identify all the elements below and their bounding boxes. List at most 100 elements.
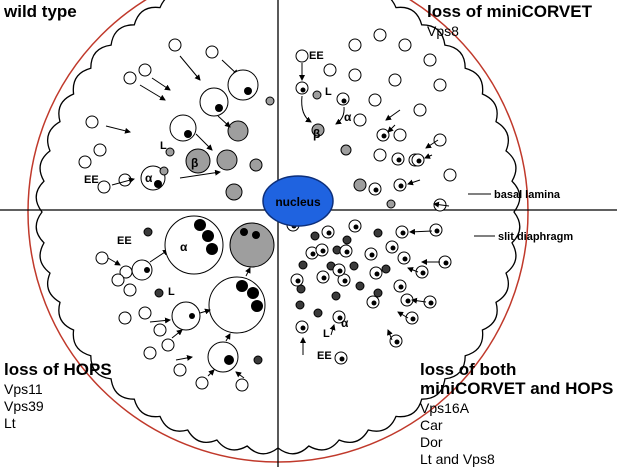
intraluminal-vesicle: [410, 316, 416, 322]
intraluminal-vesicle: [381, 133, 387, 139]
arrow: [385, 109, 401, 121]
arrow: [139, 84, 166, 101]
early-endosome: [173, 363, 187, 377]
intraluminal-vesicle: [244, 87, 252, 95]
slit-diaphragm-label: slit diaphragm: [498, 231, 573, 243]
intraluminal-vesicle: [144, 267, 150, 273]
intraluminal-vesicle: [252, 231, 260, 239]
early-endosome: [138, 63, 152, 77]
intraluminal-vesicle: [236, 280, 248, 292]
arrow: [149, 249, 169, 263]
intraluminal-vesicle: [206, 243, 218, 255]
intraluminal-vesicle: [396, 157, 402, 163]
intraluminal-vesicle: [420, 270, 426, 276]
loss-of-both-gene: Vps16A: [420, 400, 470, 416]
early-endosome: [443, 168, 457, 182]
early-endosome: [423, 53, 437, 67]
intraluminal-vesicle: [310, 251, 316, 257]
early-endosome: [398, 38, 412, 52]
intraluminal-vesicle: [373, 187, 379, 193]
loss-of-both-gene: Lt and Vps8: [420, 451, 495, 467]
lysosome: [253, 355, 263, 365]
intraluminal-vesicle: [344, 249, 350, 255]
arrow: [433, 201, 450, 208]
intraluminal-vesicle: [428, 300, 434, 306]
br-ee-label: EE: [317, 350, 332, 362]
lysosome: [340, 144, 352, 156]
early-endosome: [295, 49, 309, 63]
intraluminal-vesicle: [295, 278, 301, 284]
intraluminal-vesicle: [251, 300, 263, 312]
multivesicular-endosome: [227, 69, 259, 101]
early-endosome: [161, 338, 175, 352]
intraluminal-vesicle: [405, 298, 411, 304]
intraluminal-vesicle: [402, 256, 408, 262]
early-endosome: [235, 378, 249, 392]
lysosome: [342, 235, 352, 245]
early-endosome: [323, 63, 337, 77]
early-endosome: [97, 180, 111, 194]
lysosome: [216, 149, 238, 171]
multivesicular-endosome: [171, 301, 201, 331]
lysosome: [295, 300, 305, 310]
early-endosome: [118, 311, 132, 325]
enlarged-lysosome: [229, 222, 275, 268]
lysosome: [298, 260, 308, 270]
arrow: [207, 369, 215, 377]
lysosome: [331, 291, 341, 301]
arrow: [409, 228, 433, 235]
arrow: [235, 371, 245, 379]
arrow: [411, 297, 427, 304]
arrow: [151, 77, 171, 91]
loss-of-both-title-line2: miniCORVET and HOPS: [420, 379, 614, 398]
early-endosome: [413, 103, 427, 117]
loss-of-hops-gene: Vps11: [4, 381, 43, 397]
early-endosome: [373, 28, 387, 42]
early-endosome: [78, 155, 92, 169]
intraluminal-vesicle: [342, 278, 348, 284]
intraluminal-vesicle: [398, 183, 404, 189]
intraluminal-vesicle: [339, 356, 345, 362]
multivesicular-endosome: [199, 87, 229, 117]
arrow: [179, 55, 201, 81]
early-endosome: [348, 38, 362, 52]
early-endosome: [433, 133, 447, 147]
arrow: [245, 267, 251, 277]
br-l-label: L: [323, 328, 330, 340]
loss-of-minicorvet-title: loss of miniCORVET: [427, 2, 592, 21]
early-endosome: [348, 68, 362, 82]
lysosome: [313, 308, 323, 318]
loss-of-hops-gene: Lt: [4, 415, 16, 431]
arrow: [407, 267, 419, 273]
intraluminal-vesicle: [321, 275, 327, 281]
lysosome: [373, 228, 383, 238]
loss-of-both-gene: Car: [420, 417, 443, 433]
lysosome: [355, 281, 365, 291]
intraluminal-vesicle: [215, 104, 223, 112]
early-endosome: [388, 73, 402, 87]
tr-ee-label: EE: [309, 50, 324, 62]
loss-of-hops-title: loss of HOPS: [4, 360, 112, 379]
arrow: [387, 124, 396, 133]
intraluminal-vesicle: [443, 260, 449, 266]
lysosome: [265, 96, 275, 106]
loss-of-both-title-line1: loss of both: [420, 360, 517, 379]
arrow: [105, 125, 131, 134]
lysosome: [143, 227, 153, 237]
multivesicular-endosome: [207, 341, 239, 373]
arrow: [199, 308, 211, 315]
lysosome: [159, 166, 169, 176]
intraluminal-vesicle: [154, 180, 162, 188]
intraluminal-vesicle: [400, 230, 406, 236]
intraluminal-vesicle: [337, 315, 343, 321]
arrow: [107, 257, 121, 266]
lysosome: [312, 90, 322, 100]
intraluminal-vesicle: [224, 355, 234, 365]
early-endosome: [433, 78, 447, 92]
early-endosome: [95, 251, 109, 265]
intraluminal-vesicle: [240, 228, 248, 236]
intraluminal-vesicle: [337, 268, 343, 274]
tr-beta-label: β: [313, 127, 320, 141]
bl-ee-label: EE: [117, 235, 132, 247]
bl-l-label: L: [168, 286, 175, 298]
